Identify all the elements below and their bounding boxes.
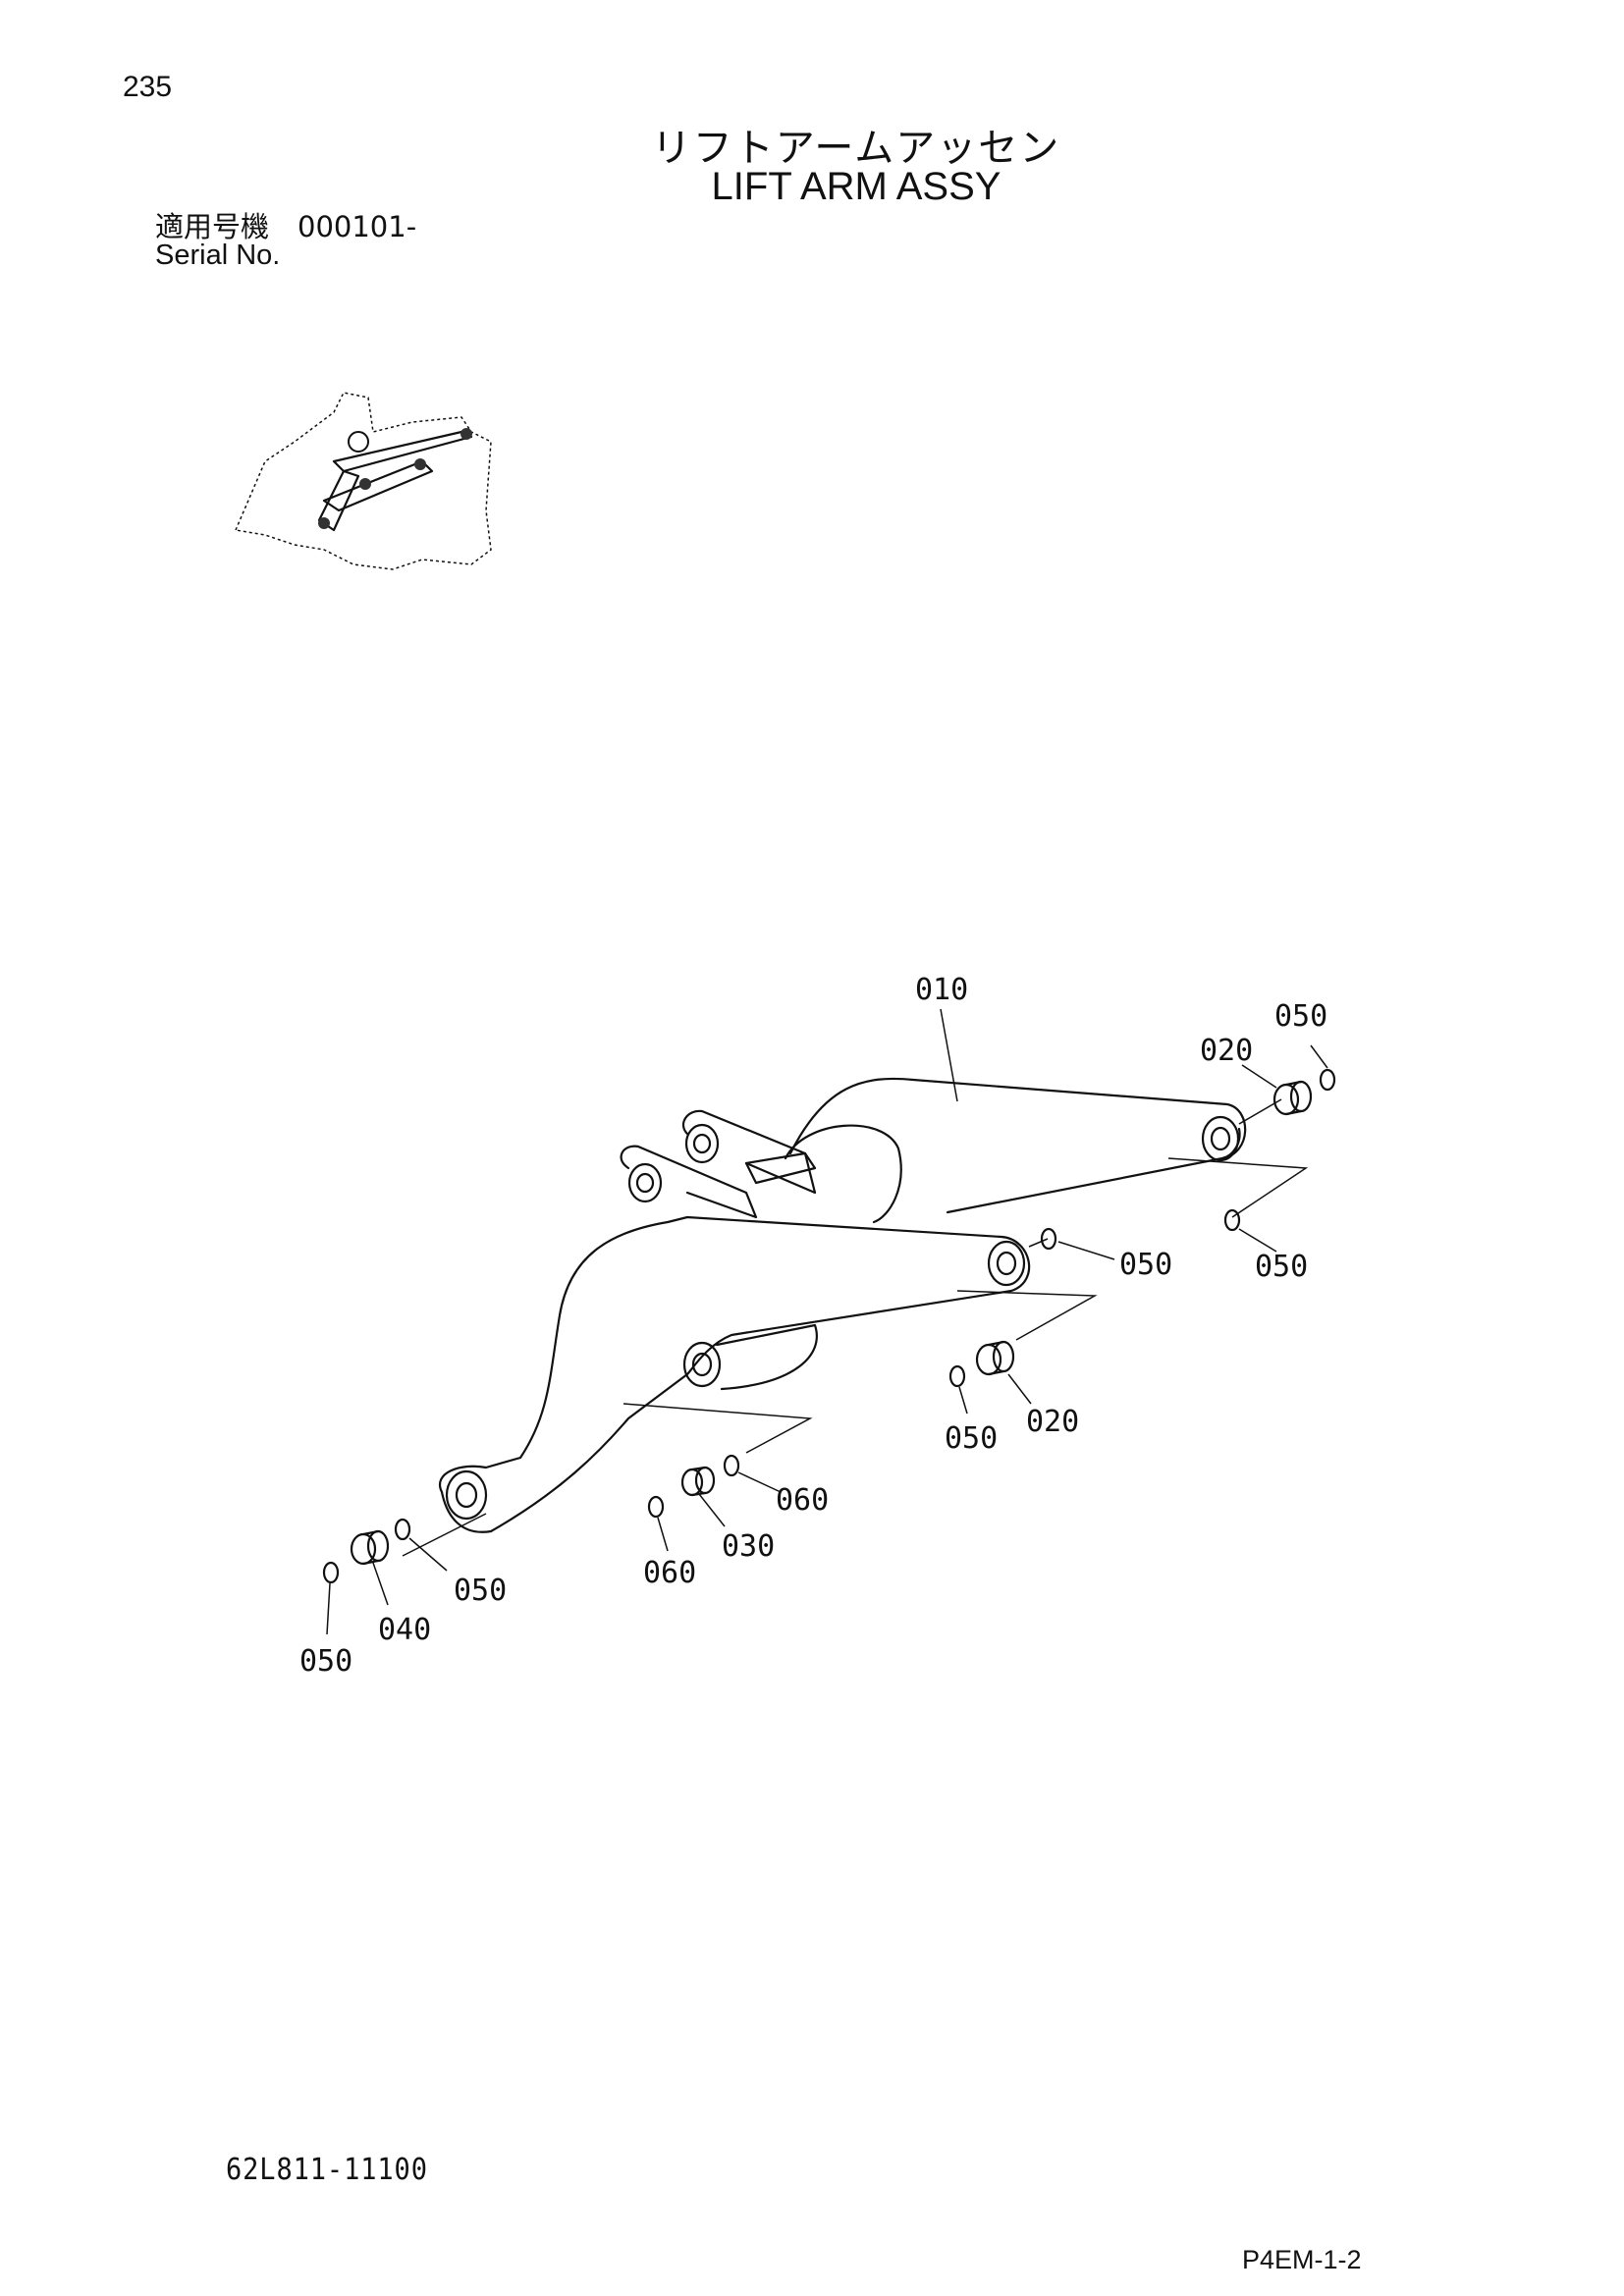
page-number: 235 [123, 71, 173, 103]
page-code: P4EM-1-2 [1242, 2245, 1362, 2274]
ring-050-top [1319, 1068, 1336, 1092]
ring-050-mid [1040, 1227, 1057, 1251]
callout-050-left-a: 050 [454, 1574, 507, 1608]
ring-050-mid-low [948, 1364, 966, 1388]
callout-labels: 010 020 050 050 050 020 050 060 030 060 … [299, 973, 1327, 1679]
page-title-japanese: リフトアームアッセン [651, 126, 1061, 171]
ring-050-right [1223, 1208, 1241, 1232]
ring-050-left-a [394, 1518, 411, 1541]
serial-range-label: 適用号機 000101- [155, 210, 417, 243]
bushing-030 [680, 1466, 716, 1497]
bushing-020-mid [975, 1340, 1015, 1376]
page-title: LIFT ARM ASSY [711, 165, 1001, 208]
bushing-040 [350, 1529, 390, 1566]
callout-040: 040 [378, 1613, 431, 1647]
callout-010: 010 [915, 973, 968, 1007]
leader-lines [326, 1008, 1328, 1635]
explode-guide-lines [402, 1098, 1309, 1557]
callout-050-mid: 050 [1119, 1248, 1172, 1282]
ring-060-left [647, 1495, 665, 1519]
part-number: 62L811-11100 [226, 2153, 428, 2187]
callout-030: 030 [722, 1529, 775, 1564]
ring-050-left-b [322, 1561, 340, 1584]
serial-number-label: Serial No. [155, 240, 281, 271]
callout-050-mid-low: 050 [945, 1421, 998, 1456]
machine-locator-thumbnail [230, 387, 502, 575]
bushing-020-top [1272, 1080, 1313, 1116]
ring-060-right [723, 1454, 740, 1477]
callout-060-right: 060 [776, 1483, 829, 1518]
callout-060-left: 060 [643, 1556, 696, 1590]
callout-050-left-b: 050 [299, 1644, 352, 1679]
callout-020-mid: 020 [1026, 1405, 1079, 1439]
callout-050-right: 050 [1255, 1250, 1308, 1284]
lift-arm-drawing [438, 1077, 1247, 1533]
callout-020-top: 020 [1200, 1034, 1253, 1068]
exploded-parts [322, 1068, 1336, 1584]
callout-050-top: 050 [1274, 999, 1327, 1034]
